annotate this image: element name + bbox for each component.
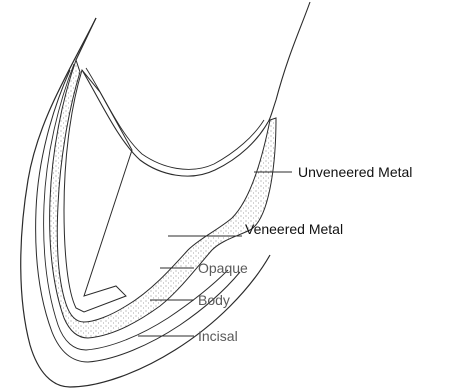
tooth-preparation-outline — [64, 70, 132, 312]
label-unveneered-metal: Unveneered Metal — [298, 164, 412, 180]
root-line-left — [76, 18, 96, 60]
label-body: Body — [198, 292, 230, 308]
lingual-outline-inner — [86, 68, 264, 169]
label-incisal: Incisal — [198, 328, 238, 344]
label-veneered-metal: Veneered Metal — [245, 221, 343, 237]
root-line-right — [268, 2, 310, 122]
lingual-outline — [82, 70, 268, 176]
label-opaque: Opaque — [198, 260, 248, 276]
